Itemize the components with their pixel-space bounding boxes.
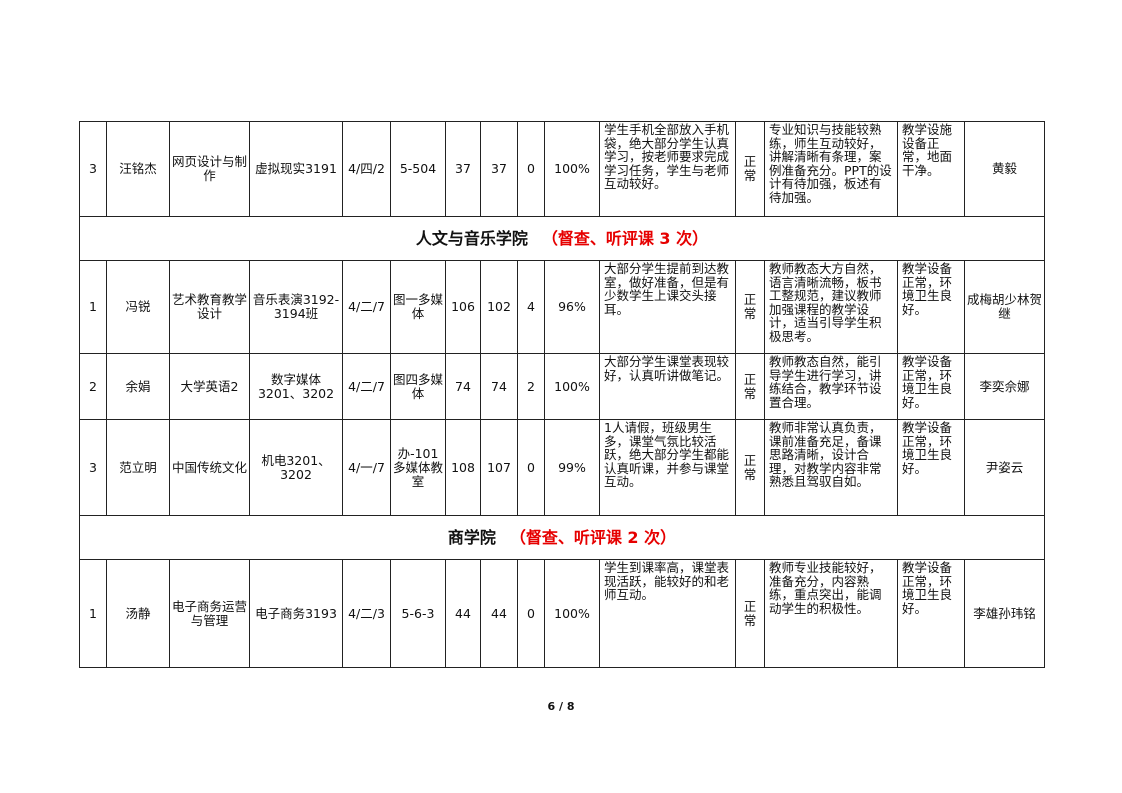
teaching-note: 专业知识与技能较熟练，师生互动较好，讲解清晰有条理，案例准备充分。PPT的设计有… bbox=[764, 121, 898, 217]
table-row: 1 冯锐 艺术教育教学设计 音乐表演3192-3194班 4/二/7 图一多媒体… bbox=[79, 260, 1045, 354]
order-status: 正常 bbox=[735, 353, 765, 420]
course-name: 大学英语2 bbox=[169, 353, 250, 420]
section-header: 商学院 （督查、听评课 2 次） bbox=[79, 515, 1045, 560]
should-attend: 74 bbox=[445, 353, 481, 420]
environment-note: 教学设备正常，环境卫生良好。 bbox=[897, 559, 965, 668]
course-name: 中国传统文化 bbox=[169, 419, 250, 516]
table-row: 3 汪铭杰 网页设计与制作 虚拟现实3191 4/四/2 5-504 37 37… bbox=[79, 121, 1045, 217]
absent-count: 2 bbox=[517, 353, 545, 420]
actual-attend: 107 bbox=[480, 419, 518, 516]
order-status: 正常 bbox=[735, 121, 765, 217]
classroom: 办-101多媒体教室 bbox=[390, 419, 446, 516]
teacher-name: 汪铭杰 bbox=[106, 121, 170, 217]
class-name: 数字媒体3201、3202 bbox=[249, 353, 343, 420]
should-attend: 44 bbox=[445, 559, 481, 668]
actual-attend: 74 bbox=[480, 353, 518, 420]
inspection-table: 3 汪铭杰 网页设计与制作 虚拟现实3191 4/四/2 5-504 37 37… bbox=[79, 121, 1045, 668]
class-time: 4/二/7 bbox=[342, 260, 391, 354]
course-name: 艺术教育教学设计 bbox=[169, 260, 250, 354]
environment-note: 教学设备正常，环境卫生良好。 bbox=[897, 260, 965, 354]
class-time: 4/二/7 bbox=[342, 353, 391, 420]
order-status: 正常 bbox=[735, 260, 765, 354]
course-name: 电子商务运营与管理 bbox=[169, 559, 250, 668]
attendance-rate: 100% bbox=[544, 353, 600, 420]
row-number: 1 bbox=[79, 260, 107, 354]
teaching-note: 教师非常认真负责，课前准备充足，备课思路清晰，设计合理，对教学内容非常熟悉且驾驭… bbox=[764, 419, 898, 516]
section-note: （督查、听评课 3 次） bbox=[541, 228, 709, 248]
table-row: 3 范立明 中国传统文化 机电3201、3202 4/一/7 办-101多媒体教… bbox=[79, 419, 1045, 516]
table-row: 2 余娟 大学英语2 数字媒体3201、3202 4/二/7 图四多媒体 74 … bbox=[79, 353, 1045, 420]
actual-attend: 102 bbox=[480, 260, 518, 354]
absent-count: 4 bbox=[517, 260, 545, 354]
section-header: 人文与音乐学院 （督查、听评课 3 次） bbox=[79, 216, 1045, 261]
class-name: 虚拟现实3191 bbox=[249, 121, 343, 217]
actual-attend: 44 bbox=[480, 559, 518, 668]
environment-note: 教学设施设备正常，地面干净。 bbox=[897, 121, 965, 217]
inspector-names: 李奕佘娜 bbox=[964, 353, 1045, 420]
attendance-rate: 96% bbox=[544, 260, 600, 354]
absent-count: 0 bbox=[517, 121, 545, 217]
section-name: 商学院 bbox=[447, 527, 496, 547]
should-attend: 37 bbox=[445, 121, 481, 217]
discipline-note: 学生到课率高，课堂表现活跃，能较好的和老师互动。 bbox=[599, 559, 736, 668]
classroom: 5-6-3 bbox=[390, 559, 446, 668]
section-title-cell: 人文与音乐学院 （督查、听评课 3 次） bbox=[79, 216, 1045, 261]
teacher-name: 余娟 bbox=[106, 353, 170, 420]
class-time: 4/二/3 bbox=[342, 559, 391, 668]
class-time: 4/四/2 bbox=[342, 121, 391, 217]
section-note: （督查、听评课 2 次） bbox=[509, 527, 677, 547]
should-attend: 108 bbox=[445, 419, 481, 516]
environment-note: 教学设备正常，环境卫生良好。 bbox=[897, 419, 965, 516]
attendance-rate: 100% bbox=[544, 559, 600, 668]
teacher-name: 冯锐 bbox=[106, 260, 170, 354]
discipline-note: 大部分学生提前到达教室，做好准备，但是有少数学生上课交头接耳。 bbox=[599, 260, 736, 354]
course-name: 网页设计与制作 bbox=[169, 121, 250, 217]
teaching-note: 教师专业技能较好，准备充分，内容熟练，重点突出，能调动学生的积极性。 bbox=[764, 559, 898, 668]
discipline-note: 学生手机全部放入手机袋，绝大部分学生认真学习，按老师要求完成学习任务，学生与老师… bbox=[599, 121, 736, 217]
row-number: 2 bbox=[79, 353, 107, 420]
attendance-rate: 100% bbox=[544, 121, 600, 217]
absent-count: 0 bbox=[517, 559, 545, 668]
class-time: 4/一/7 bbox=[342, 419, 391, 516]
section-name: 人文与音乐学院 bbox=[415, 228, 528, 248]
teaching-note: 教师教态自然，能引导学生进行学习，讲练结合，教学环节设置合理。 bbox=[764, 353, 898, 420]
order-status: 正常 bbox=[735, 419, 765, 516]
inspector-names: 尹姿云 bbox=[964, 419, 1045, 516]
row-number: 3 bbox=[79, 121, 107, 217]
table-row: 1 汤静 电子商务运营与管理 电子商务3193 4/二/3 5-6-3 44 4… bbox=[79, 559, 1045, 668]
order-status: 正常 bbox=[735, 559, 765, 668]
classroom: 5-504 bbox=[390, 121, 446, 217]
discipline-note: 1人请假，班级男生多，课堂气氛比较活跃，绝大部分学生都能认真听课，并参与课堂互动… bbox=[599, 419, 736, 516]
inspector-names: 成梅胡少林贺继 bbox=[964, 260, 1045, 354]
environment-note: 教学设备正常，环境卫生良好。 bbox=[897, 353, 965, 420]
absent-count: 0 bbox=[517, 419, 545, 516]
row-number: 1 bbox=[79, 559, 107, 668]
should-attend: 106 bbox=[445, 260, 481, 354]
classroom: 图一多媒体 bbox=[390, 260, 446, 354]
page-number: 6 / 8 bbox=[547, 700, 575, 713]
attendance-rate: 99% bbox=[544, 419, 600, 516]
class-name: 电子商务3193 bbox=[249, 559, 343, 668]
actual-attend: 37 bbox=[480, 121, 518, 217]
teacher-name: 汤静 bbox=[106, 559, 170, 668]
class-name: 机电3201、3202 bbox=[249, 419, 343, 516]
discipline-note: 大部分学生课堂表现较好，认真听讲做笔记。 bbox=[599, 353, 736, 420]
row-number: 3 bbox=[79, 419, 107, 516]
class-name: 音乐表演3192-3194班 bbox=[249, 260, 343, 354]
section-title-cell: 商学院 （督查、听评课 2 次） bbox=[79, 515, 1045, 560]
classroom: 图四多媒体 bbox=[390, 353, 446, 420]
inspector-names: 李雄孙玮铭 bbox=[964, 559, 1045, 668]
inspector-names: 黄毅 bbox=[964, 121, 1045, 217]
teaching-note: 教师教态大方自然，语言清晰流畅，板书工整规范，建议教师加强课程的教学设计，适当引… bbox=[764, 260, 898, 354]
teacher-name: 范立明 bbox=[106, 419, 170, 516]
